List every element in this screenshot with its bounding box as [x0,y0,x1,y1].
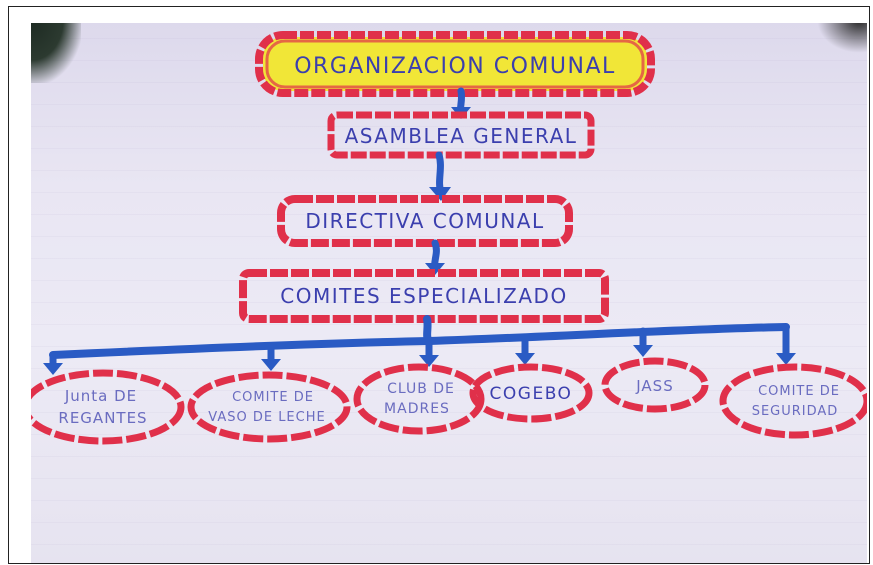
background-corner [817,23,867,53]
committee-label: JASS [635,377,673,395]
arrow-head [43,363,63,375]
asamblea-node: ASAMBLEA GENERAL [327,111,595,159]
committee-label: COMITE DE [758,384,840,399]
root-node: ORGANIZACION COMUNAL [255,31,655,97]
arrow-head [429,187,451,201]
committee-label: COGEBO [490,384,573,404]
image-frame: ORGANIZACION COMUNAL ASAMBLEA GENERAL DI… [8,6,870,564]
root-label: ORGANIZACION COMUNAL [294,54,616,79]
committee-seguridad: COMITE DE SEGURIDAD [719,363,867,439]
arrow-head [776,353,796,365]
paper-ruling [31,23,867,563]
directiva-node: DIRECTIVA COMUNAL [277,195,573,247]
committee-jass: JASS [601,357,709,413]
arrow-head [419,355,439,367]
paper-photo: ORGANIZACION COMUNAL ASAMBLEA GENERAL DI… [31,23,867,563]
committee-label: SEGURIDAD [752,404,839,419]
committee-cogebo: COGEBO [469,363,593,423]
committee-label: REGANTES [58,409,147,427]
comites-label: COMITES ESPECIALIZADO [280,284,567,308]
committee-label: VASO DE LECHE [208,410,325,425]
org-chart: ORGANIZACION COMUNAL ASAMBLEA GENERAL DI… [31,31,867,445]
background-corner [31,23,81,83]
comites-node: COMITES ESPECIALIZADO [239,269,609,323]
committee-label: MADRES [384,401,450,417]
directiva-label: DIRECTIVA COMUNAL [305,209,544,233]
committee-junta-regantes: Junta DE REGANTES [31,369,185,445]
committee-label: CLUB DE [387,381,455,397]
committee-label: Junta DE [64,387,137,405]
arrow-head [261,359,281,371]
asamblea-label: ASAMBLEA GENERAL [345,124,578,148]
arrow-head [515,353,535,365]
arrow-head [633,345,653,357]
connector-bus [49,323,790,359]
committee-vaso-de-leche: COMITE DE VASO DE LECHE [187,371,351,443]
committee-club-de-madres: CLUB DE MADRES [353,363,485,435]
committee-label: COMITE DE [232,390,314,405]
